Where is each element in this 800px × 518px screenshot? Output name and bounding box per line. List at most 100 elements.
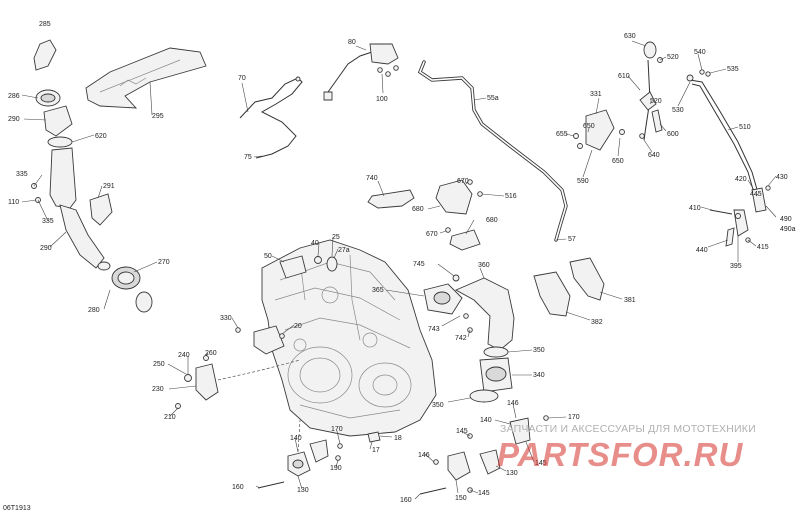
callout-130: 130	[297, 487, 309, 494]
callout-100: 100	[376, 96, 388, 103]
bracket-740	[367, 189, 415, 209]
callout-150: 150	[455, 495, 467, 502]
callout-516: 516	[505, 193, 517, 200]
callout-540: 540	[694, 49, 706, 56]
callout-170: 170	[568, 414, 580, 421]
callout-25: 25	[332, 234, 340, 241]
callout-510: 510	[739, 124, 751, 131]
throttle-linkage	[639, 41, 663, 141]
callout-490: 490	[780, 216, 792, 223]
callout-145: 145	[456, 428, 468, 435]
callout-286: 286	[8, 93, 20, 100]
callout-330: 330	[220, 315, 232, 322]
callout-230: 230	[152, 386, 164, 393]
upper-engine-parts	[279, 255, 338, 279]
callout-650: 650	[583, 123, 595, 130]
callout-335: 335	[16, 171, 28, 178]
intake-manifold-360	[423, 274, 515, 351]
callout-17: 17	[372, 447, 380, 454]
ring-620	[47, 136, 73, 148]
callout-680: 680	[486, 217, 498, 224]
callout-350: 350	[432, 402, 444, 409]
callout-145: 145	[535, 460, 547, 467]
callout-640: 640	[648, 152, 660, 159]
callout-395: 395	[730, 263, 742, 270]
callout-146: 146	[507, 400, 519, 407]
callout-415: 415	[757, 244, 769, 251]
callout-331: 331	[590, 91, 602, 98]
adapter-290	[43, 105, 73, 137]
callout-260: 260	[205, 350, 217, 357]
callout-110: 110	[8, 199, 19, 206]
mount-bracket-230	[175, 355, 301, 409]
rod-510	[686, 69, 771, 247]
callout-75: 75	[244, 154, 252, 161]
callout-160: 160	[400, 497, 412, 504]
callout-655: 655	[556, 131, 568, 138]
callout-40: 40	[311, 240, 319, 247]
callout-335: 335	[42, 218, 54, 225]
callout-80: 80	[348, 39, 356, 46]
mount-bracket-20	[235, 325, 285, 355]
callout-70: 70	[238, 75, 246, 82]
callout-445: 445	[750, 191, 762, 198]
guard-plate-295	[85, 47, 207, 109]
diagram-code: 06T1913	[3, 505, 31, 512]
cable-70	[239, 77, 303, 159]
callout-291: 291	[103, 183, 115, 190]
throttle-body-340	[469, 346, 513, 403]
callout-170: 170	[331, 426, 343, 433]
callout-430: 430	[776, 174, 788, 181]
sensor-harness-80	[323, 43, 399, 101]
solenoid-331	[573, 109, 625, 151]
callout-590: 590	[577, 178, 589, 185]
callout-280: 280	[88, 307, 100, 314]
callout-650: 650	[612, 158, 624, 165]
engine-block	[261, 239, 437, 437]
callout-670: 670	[457, 178, 469, 185]
callout-520: 520	[650, 98, 662, 105]
callout-labels: 2852862906202953351103352912902702807075…	[8, 21, 796, 504]
callout-240: 240	[178, 352, 190, 359]
callout-360: 360	[478, 262, 490, 269]
callout-160: 160	[232, 484, 244, 491]
shield-382	[533, 271, 571, 317]
callout-680: 680	[412, 206, 424, 213]
sensor-assembly-left	[257, 419, 381, 489]
callout-295: 295	[152, 113, 164, 120]
callout-520: 520	[667, 54, 679, 61]
callout-18: 18	[394, 435, 402, 442]
block-680a	[435, 179, 473, 215]
callout-743: 743	[428, 326, 440, 333]
leader-lines	[21, 40, 777, 500]
callout-340: 340	[533, 372, 545, 379]
callout-27a: 27a	[338, 247, 350, 254]
callout-140: 140	[290, 435, 302, 442]
callout-270: 270	[158, 259, 170, 266]
callout-50: 50	[264, 253, 272, 260]
callout-285: 285	[39, 21, 51, 28]
bracket-group-680	[367, 179, 483, 251]
callout-410: 410	[689, 205, 701, 212]
cap-285	[33, 39, 57, 71]
hose-55a	[417, 60, 568, 242]
callout-530: 530	[672, 107, 684, 114]
watermark-text: ЗАПЧАСТИ И АКСЕССУАРЫ ДЛЯ МОТОТЕХНИКИ	[500, 423, 756, 435]
callout-382: 382	[591, 319, 603, 326]
callout-440: 440	[696, 247, 708, 254]
callout-381: 381	[624, 297, 636, 304]
callout-130: 130	[506, 470, 518, 477]
callout-490a: 490a	[780, 226, 796, 233]
sensor-assembly-right	[419, 415, 549, 495]
shield-381	[569, 257, 605, 301]
callout-146: 146	[418, 452, 430, 459]
callout-140: 140	[480, 417, 492, 424]
callout-742: 742	[455, 335, 467, 342]
air-intake-assembly	[31, 39, 153, 313]
block-680b	[449, 229, 481, 251]
watermark-logo: PARTSFOR.RU	[497, 436, 744, 473]
callout-600: 600	[667, 131, 679, 138]
callout-55a: 55a	[487, 95, 499, 102]
callout-670: 670	[426, 231, 438, 238]
